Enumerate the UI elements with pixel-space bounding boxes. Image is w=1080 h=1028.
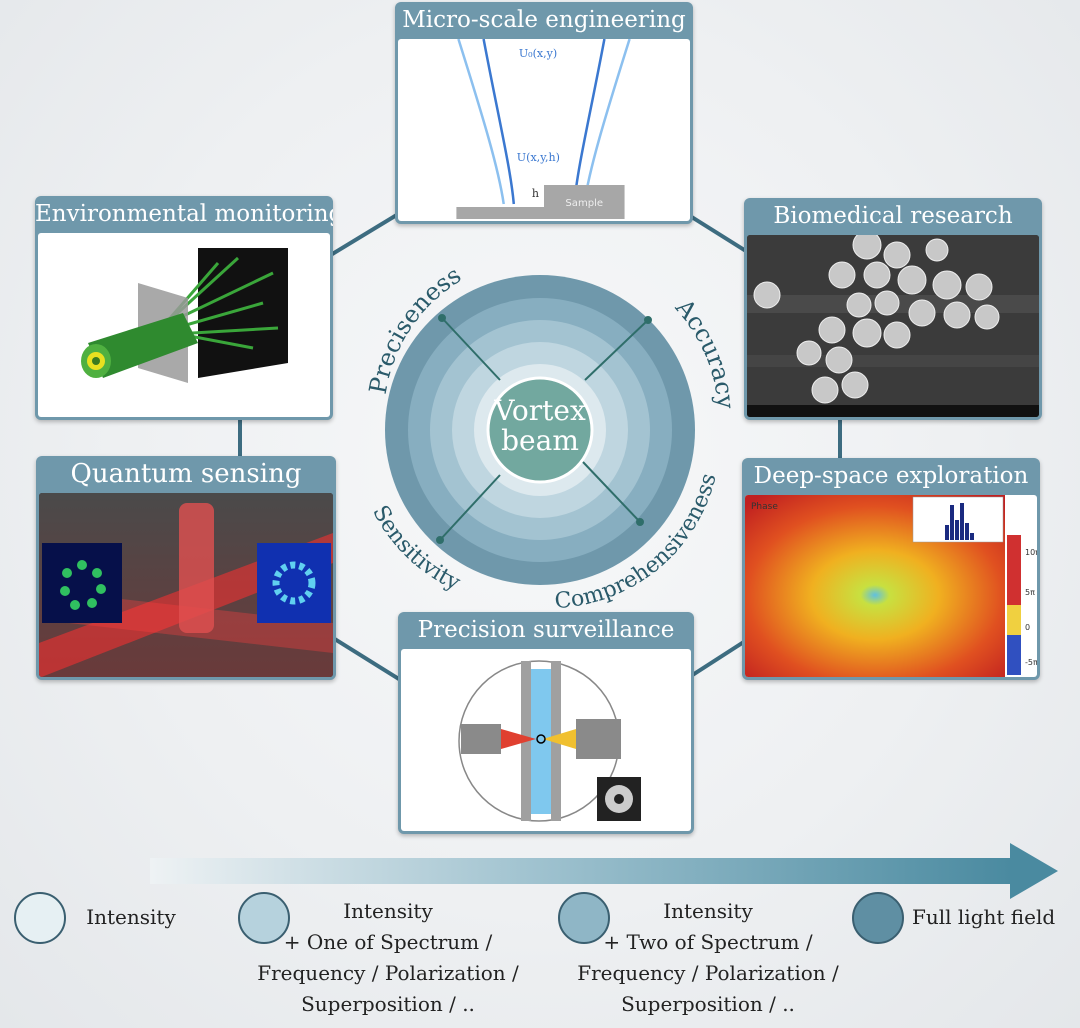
panel-quantum-sensing: Quantum sensing	[36, 456, 336, 680]
h-label: h	[532, 187, 539, 200]
panel-title: Precision surveillance	[417, 617, 675, 643]
panel-title: Deep-space exploration	[753, 463, 1029, 489]
legend-circle	[238, 892, 290, 944]
vortex-center	[486, 376, 594, 484]
legend-circle	[14, 892, 66, 944]
panel-environmental-monitoring: Environmental monitoring	[35, 196, 333, 420]
center-label-2: beam	[501, 424, 579, 457]
legend-circle	[558, 892, 610, 944]
biomedical-figure	[747, 235, 1039, 417]
cbar-tick-neg5pi: -5π	[1025, 658, 1037, 667]
field-label-u: U(x,y,h)	[517, 151, 560, 164]
micro-scale-figure: U₀(x,y) U(x,y,h) h Sample	[398, 39, 690, 221]
panel-title: Quantum sensing	[70, 459, 302, 489]
quality-arrows	[436, 314, 652, 544]
panel-title: Micro-scale engineering	[402, 7, 686, 33]
panel-biomedical-research: Biomedical research	[744, 198, 1042, 420]
progress-arrow	[150, 843, 1058, 899]
panel-title: Environmental monitoring	[35, 201, 333, 227]
quantum-figure	[39, 493, 333, 677]
environmental-figure	[38, 233, 330, 417]
deep-space-figure: Phase 10π 5π 0 -5π	[745, 495, 1037, 677]
precision-figure	[401, 649, 691, 831]
legend-text: Intensity + Two of Spectrum / Frequency …	[577, 899, 839, 1016]
panel-title: Biomedical research	[773, 203, 1013, 229]
cbar-tick-0: 0	[1025, 623, 1030, 632]
legend-text: Intensity	[86, 905, 176, 929]
cbar-tick-10pi: 10π	[1025, 548, 1037, 557]
legend-text: Intensity + One of Spectrum / Frequency …	[257, 899, 519, 1016]
sample-label: Sample	[565, 198, 603, 209]
field-label-u0: U₀(x,y)	[519, 47, 557, 60]
legend-circle	[852, 892, 904, 944]
phase-label: Phase	[751, 502, 778, 512]
center-label-1: Vortex	[493, 394, 586, 427]
panel-precision-surveillance: Precision surveillance	[398, 612, 694, 834]
cbar-tick-5pi: 5π	[1025, 588, 1035, 597]
panel-deep-space-exploration: Deep-space exploration Phase 10π 5π 0 -5…	[742, 458, 1040, 680]
panel-micro-scale-engineering: Micro-scale engineering U₀(x,y) U(x,y,h)…	[395, 2, 693, 224]
legend-text: Full light field	[912, 905, 1056, 929]
